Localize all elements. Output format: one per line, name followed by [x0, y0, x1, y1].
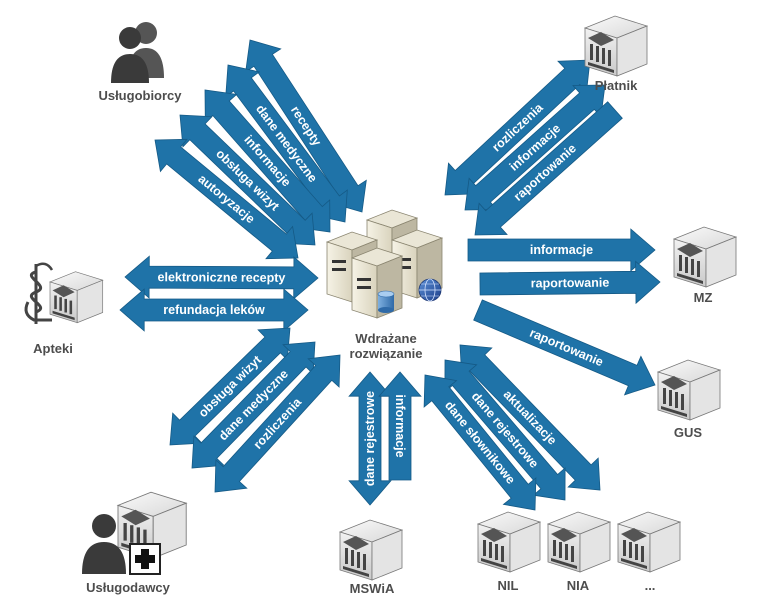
arrow-shape — [479, 260, 661, 305]
arrow-label: elektroniczne recepty — [158, 270, 286, 285]
arrow-shape — [473, 299, 656, 396]
arrow-e-recepty: elektroniczne recepty — [124, 255, 319, 300]
building-icon — [616, 511, 682, 573]
arrow-shape — [191, 341, 316, 469]
arrow-label: dane rejestrowe — [363, 391, 377, 486]
medical-cross-icon — [129, 543, 161, 575]
server-cluster-icon — [325, 209, 444, 319]
arrow-label: refundacja leków — [163, 303, 265, 317]
node-label-more: ... — [645, 578, 656, 593]
arrow-shape — [467, 228, 656, 272]
arrow-shape — [154, 138, 299, 260]
building-icon — [656, 359, 722, 421]
arrow-shape — [423, 374, 537, 511]
center-label-line2: rozwiązanie — [350, 346, 423, 361]
arrow-informacje-m: informacje — [378, 371, 422, 481]
building-icon — [672, 226, 738, 288]
arrow-shape — [124, 255, 319, 300]
database-icon — [377, 290, 395, 313]
node-label-uslugobiorcy: Usługobiorcy — [98, 88, 182, 103]
node-label-platnik: Płatnik — [595, 78, 638, 93]
arrow-label: informacje — [393, 394, 407, 457]
arrow-label: raportowanie — [531, 276, 610, 291]
arrow-raportowanie-mz: raportowanie — [479, 260, 661, 305]
arrow-shape — [378, 371, 422, 481]
node-label-mswia: MSWiA — [350, 581, 395, 596]
arrow-label: informacje — [530, 243, 593, 257]
building-icon — [48, 271, 104, 324]
arrow-shape — [214, 354, 341, 493]
arrow-dane-rejestrowe-m: dane rejestrowe — [348, 371, 392, 506]
node-label-nil: NIL — [498, 578, 519, 593]
arrow-informacje-mz: informacje — [467, 228, 656, 272]
people-icon — [111, 22, 164, 83]
building-icon — [476, 511, 542, 573]
building-icon — [583, 15, 649, 77]
building-icon — [546, 511, 612, 573]
arrow-shape — [169, 327, 291, 446]
building-icon — [338, 519, 404, 581]
pharmacy-caduceus-icon — [24, 262, 54, 324]
center-label-line1: Wdrażane — [355, 331, 416, 346]
arrow-shape — [119, 288, 309, 332]
node-label-uslugodawcy: Usługodawcy — [86, 580, 171, 595]
arrow-refundacja: refundacja leków — [119, 288, 309, 332]
node-label-apteki: Apteki — [33, 341, 73, 356]
arrow-shape — [474, 101, 623, 236]
node-label-mz: MZ — [694, 290, 713, 305]
node-label-nia: NIA — [567, 578, 590, 593]
doctor-icon — [82, 514, 126, 574]
node-label-gus: GUS — [674, 425, 703, 440]
globe-icon — [418, 278, 442, 302]
